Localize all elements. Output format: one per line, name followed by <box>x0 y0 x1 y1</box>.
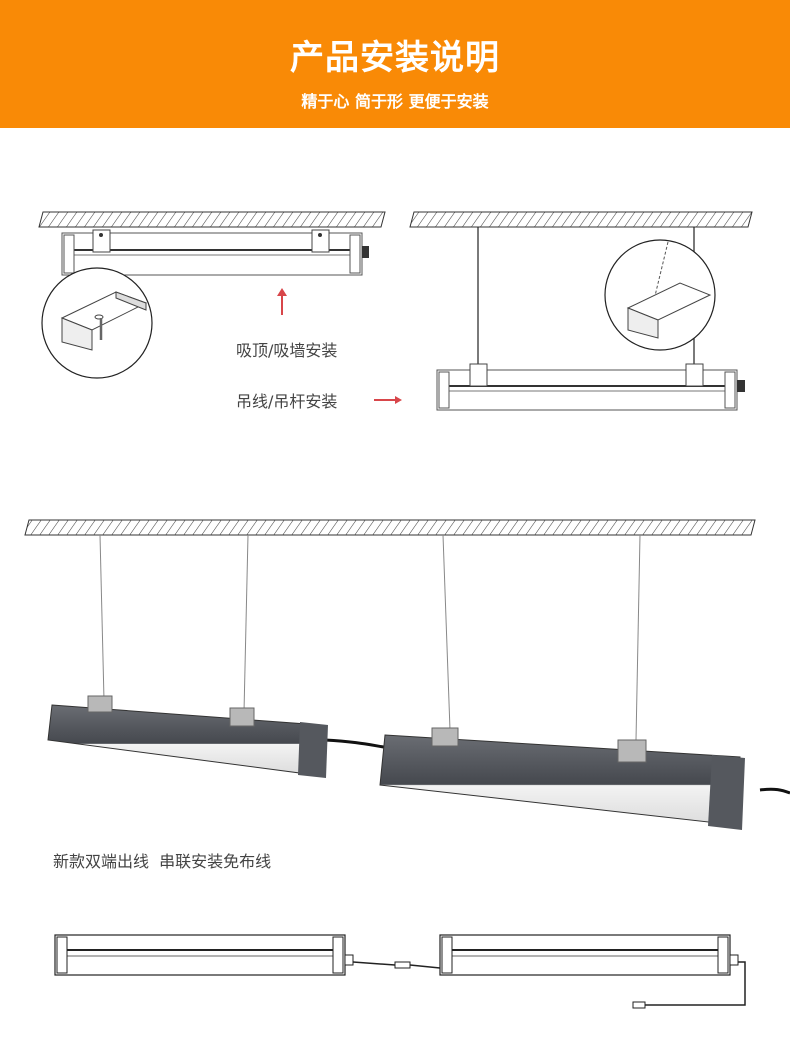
bracket-detail-magnifier <box>41 267 153 379</box>
lamp-outline <box>436 363 745 411</box>
page-title: 产品安装说明 <box>290 38 500 78</box>
series-label: 新款双端出线 串联安装免布线 <box>53 852 272 871</box>
arrow-up-icon <box>277 288 287 296</box>
series-installation-diagram <box>24 519 790 830</box>
ceiling-mount-diagram <box>38 211 386 379</box>
header-banner: 产品安装说明 精于心 简于形 更便于安装 <box>0 0 790 128</box>
lamp-1 <box>47 695 328 778</box>
wiring-diagram <box>54 934 746 1009</box>
ceiling <box>24 519 756 536</box>
page-subtitle: 精于心 简于形 更便于安装 <box>301 92 489 111</box>
ceiling-mount-label: 吸顶/吸墙安装 <box>236 341 338 360</box>
lamp-outline <box>61 229 369 276</box>
arrow-right-icon <box>395 396 402 404</box>
ceiling <box>38 211 386 228</box>
chain-detail-magnifier <box>604 239 716 351</box>
lamp-2 <box>379 727 745 830</box>
suspension-diagram <box>409 211 753 411</box>
ceiling <box>409 211 753 228</box>
suspension-label: 吊线/吊杆安装 <box>236 392 338 411</box>
